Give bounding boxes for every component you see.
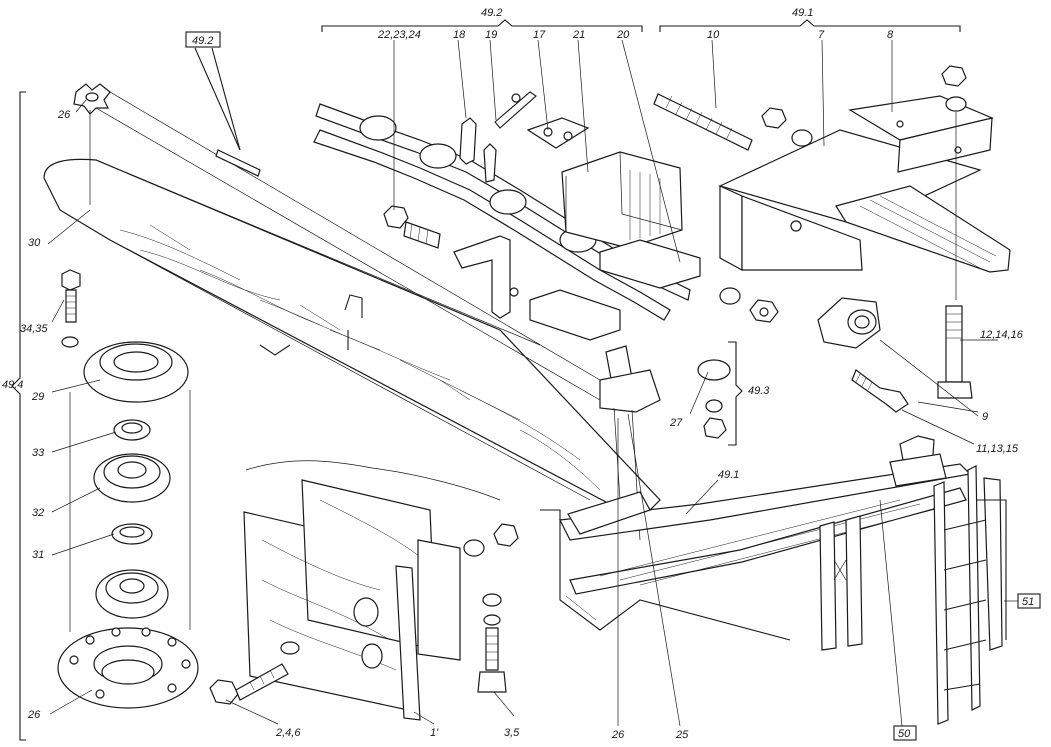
callout-8: 8 xyxy=(887,29,894,41)
support-legs xyxy=(819,515,863,651)
bushing-9 xyxy=(817,297,909,413)
block-assembly xyxy=(243,479,461,721)
callout-22-23-24: 22,23,24 xyxy=(377,29,421,41)
callout-49-2-box-frame xyxy=(185,31,221,48)
callout-18: 18 xyxy=(453,29,466,41)
washer-29 xyxy=(83,341,189,403)
callout-29: 29 xyxy=(31,391,44,403)
callout-49-2-box: 49.2 xyxy=(192,35,213,47)
bearing-lower xyxy=(95,569,169,619)
callout-12-14-16: 12,14,16 xyxy=(980,329,1024,341)
bolt-2-4-6 xyxy=(209,641,300,705)
ring-31 xyxy=(111,523,153,545)
callout-7: 7 xyxy=(818,29,825,41)
rail-assembly xyxy=(559,463,972,595)
callout-51: 51 xyxy=(1022,596,1034,608)
group-bracket-49-2 xyxy=(321,19,643,32)
callout-26-mid: 26 xyxy=(611,729,625,741)
callout-49-4: 49.4 xyxy=(2,379,23,391)
block-21 xyxy=(561,151,683,249)
main-beam xyxy=(43,158,791,641)
callout-30: 30 xyxy=(28,237,41,249)
callout-32: 32 xyxy=(32,507,44,519)
callout-49-1-mid: 49.1 xyxy=(718,469,739,481)
callout-25: 25 xyxy=(675,729,689,741)
washers-27 xyxy=(697,359,731,439)
callout-27: 27 xyxy=(669,417,683,429)
callout-31: 31 xyxy=(32,549,44,561)
callout-49-3: 49.3 xyxy=(748,385,770,397)
callout-20: 20 xyxy=(616,29,630,41)
screw-10 xyxy=(653,93,753,151)
bolt-12-14-16 xyxy=(937,65,973,399)
star-knob-top xyxy=(73,83,601,401)
group-bracket-49-4 xyxy=(11,91,26,741)
pin-19 xyxy=(494,91,537,129)
block-group-bracket xyxy=(245,460,501,501)
nut-washer-chain xyxy=(719,287,779,323)
callout-49-1-top: 49.1 xyxy=(792,7,813,19)
bolt-22-23-24 xyxy=(383,205,441,249)
callout-11-13-15: 11,13,15 xyxy=(976,443,1019,455)
callout-49-2-top: 49.2 xyxy=(481,7,502,19)
bolt-3-5 xyxy=(463,523,519,693)
callout-26-top: 26 xyxy=(57,109,71,121)
callout-26-bottom: 26 xyxy=(27,709,41,721)
bolt-34-35 xyxy=(61,269,81,348)
callout-51-box-frame xyxy=(1017,593,1041,609)
callout-50: 50 xyxy=(898,728,911,740)
callout-50-box-frame xyxy=(893,725,917,741)
callout-21: 21 xyxy=(572,29,585,41)
bracket-20 xyxy=(453,235,701,341)
ladder-51 xyxy=(933,465,1007,725)
bearing-32 xyxy=(93,453,171,503)
screw-49-2 xyxy=(194,47,261,177)
ring-33 xyxy=(113,419,151,441)
flange-26 xyxy=(57,627,199,709)
callout-33: 33 xyxy=(32,447,45,459)
callout-2-4-6: 2,4,6 xyxy=(275,727,301,739)
callout-3-5: 3,5 xyxy=(504,727,520,739)
post-50 xyxy=(889,435,947,487)
callout-1: 1' xyxy=(430,727,439,739)
callout-labels: 49.2 49.1 49.2 22,23,24 18 19 17 21 20 1… xyxy=(2,7,1041,741)
nut-washer-7 xyxy=(761,107,813,147)
group-bracket-49-3 xyxy=(728,341,743,446)
callout-34-35: 34,35 xyxy=(20,323,48,335)
callout-10: 10 xyxy=(707,29,720,41)
group-bracket-49-1-top xyxy=(659,19,961,32)
channel-frame-8 xyxy=(718,95,1011,273)
leader-lines xyxy=(47,39,1018,727)
callout-17: 17 xyxy=(533,29,546,41)
callout-19: 19 xyxy=(485,29,497,41)
plate-17 xyxy=(526,117,590,149)
callout-9: 9 xyxy=(982,411,988,423)
